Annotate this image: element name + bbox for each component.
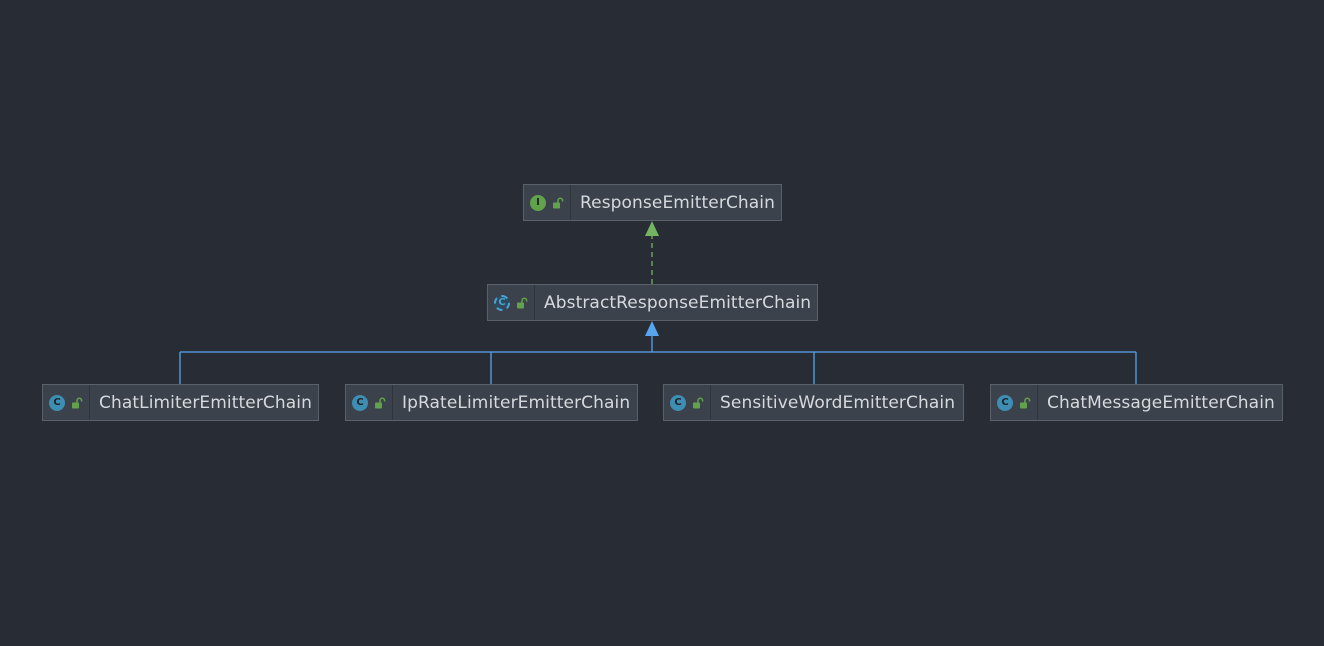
public-lock-icon: [553, 196, 564, 208]
class-icon: C: [670, 394, 686, 411]
node-abstract-response-emitter-chain[interactable]: C AbstractResponseEmitterChain: [487, 284, 818, 321]
node-icons: C: [991, 385, 1038, 420]
node-icons: I: [524, 185, 571, 220]
node-label: IpRateLimiterEmitterChain: [402, 392, 631, 413]
node-label: ResponseEmitterChain: [580, 192, 776, 213]
public-lock-icon: [1020, 396, 1031, 408]
public-lock-icon: [517, 296, 528, 308]
public-lock-icon: [693, 396, 704, 408]
node-label: ChatMessageEmitterChain: [1047, 392, 1275, 413]
node-icons: C: [346, 385, 393, 420]
node-label: AbstractResponseEmitterChain: [544, 292, 812, 313]
node-icons: C: [664, 385, 711, 420]
node-ip-rate-limiter-emitter-chain[interactable]: C IpRateLimiterEmitterChain: [345, 384, 638, 421]
node-icons: C: [43, 385, 90, 420]
class-icon: C: [352, 394, 368, 411]
node-label: SensitiveWordEmitterChain: [720, 392, 956, 413]
node-chat-message-emitter-chain[interactable]: C ChatMessageEmitterChain: [990, 384, 1283, 421]
node-response-emitter-chain[interactable]: I ResponseEmitterChain: [523, 184, 782, 221]
abstract-class-icon: C: [494, 294, 510, 311]
public-lock-icon: [375, 396, 386, 408]
node-label: ChatLimiterEmitterChain: [99, 392, 312, 413]
implements-arrowhead: [645, 221, 659, 236]
extends-arrowhead: [645, 321, 659, 336]
node-chat-limiter-emitter-chain[interactable]: C ChatLimiterEmitterChain: [42, 384, 319, 421]
node-icons: C: [488, 285, 535, 320]
public-lock-icon: [72, 396, 83, 408]
class-icon: C: [49, 394, 65, 411]
class-icon: C: [997, 394, 1013, 411]
interface-icon: I: [530, 194, 546, 211]
node-sensitive-word-emitter-chain[interactable]: C SensitiveWordEmitterChain: [663, 384, 964, 421]
